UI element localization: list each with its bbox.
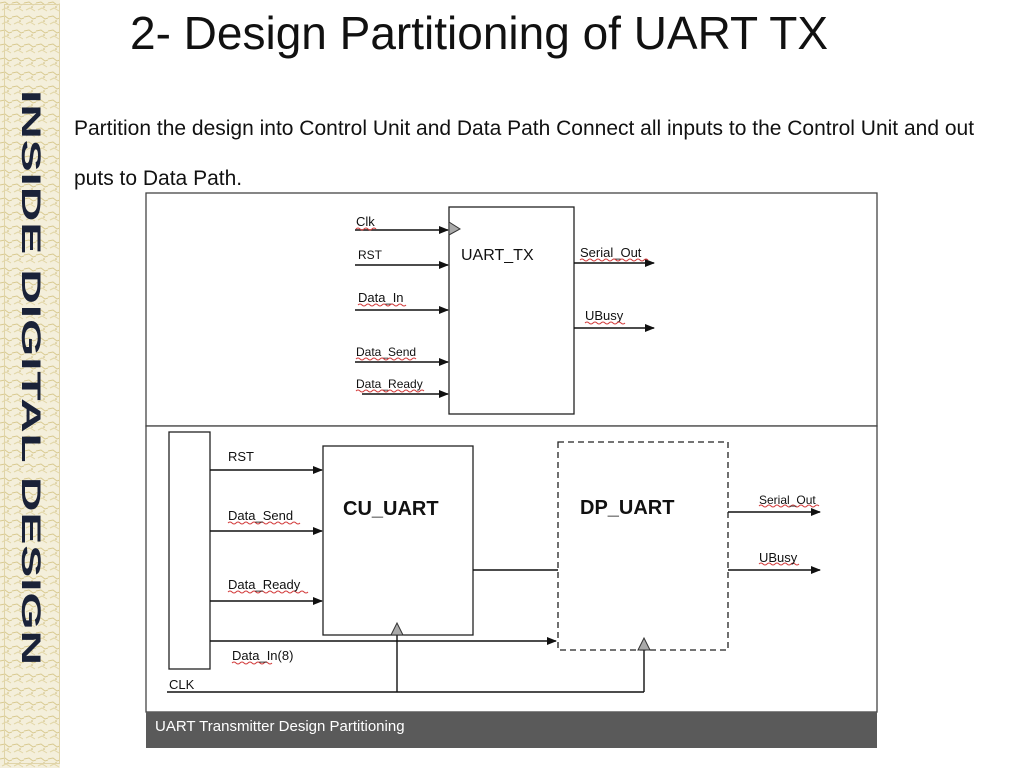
diagram-caption: UART Transmitter Design Partitioning <box>155 718 405 735</box>
caption-bar <box>146 712 877 748</box>
bottom-panel-frame <box>145 425 878 713</box>
slide-body-text: Partition the design into Control Unit a… <box>74 117 975 190</box>
slide-title: 2- Design Partitioning of UART TX <box>130 7 828 59</box>
sidebar-texture <box>0 0 60 768</box>
uart-tx-clock-icon <box>448 221 461 236</box>
cu-input-label-data-send: Data_Send <box>228 508 293 523</box>
top-input-label-data-ready: Data_Ready <box>356 377 423 391</box>
dp-uart-block <box>557 441 729 651</box>
dp-clock-icon <box>637 636 651 651</box>
cu-input-label-data-ready: Data_Ready <box>228 577 301 592</box>
uart-tx-block <box>448 206 575 415</box>
top-output-label-serial-out: Serial_Out <box>580 245 642 260</box>
spellcheck-squiggles <box>227 227 820 665</box>
dp-uart-label: DP_UART <box>580 497 674 519</box>
uart-partition-diagram: UART_TX Clk RST Data_In Data_Send Data_R… <box>145 192 878 748</box>
cu-uart-label: CU_UART <box>343 498 439 520</box>
sidebar-frame <box>4 4 60 764</box>
input-register-bar <box>168 431 211 670</box>
top-output-label-ubusy: UBusy <box>585 308 624 323</box>
sidebar-logo-text: INSIDE DIGITAL DESIGN <box>16 90 46 666</box>
cu-clock-icon <box>390 621 404 636</box>
sidebar-logo: INSIDE DIGITAL DESIGN <box>16 90 46 666</box>
top-input-label-rst: RST <box>358 248 383 262</box>
dp-output-label-serial-out: Serial_Out <box>759 493 816 507</box>
cu-uart-block <box>322 445 474 636</box>
decorative-sidebar: INSIDE DIGITAL DESIGN <box>0 0 60 768</box>
cu-input-label-rst: RST <box>228 449 254 464</box>
top-input-label-data-send: Data_Send <box>356 345 416 359</box>
dp-input-label-data-in: Data_In(8) <box>232 648 293 663</box>
dp-output-label-ubusy: UBusy <box>759 550 798 565</box>
uart-tx-label: UART_TX <box>461 247 534 264</box>
clk-label: CLK <box>169 677 195 692</box>
top-input-label-clk: Clk <box>356 214 375 229</box>
top-input-label-data-in: Data_In <box>358 290 404 305</box>
